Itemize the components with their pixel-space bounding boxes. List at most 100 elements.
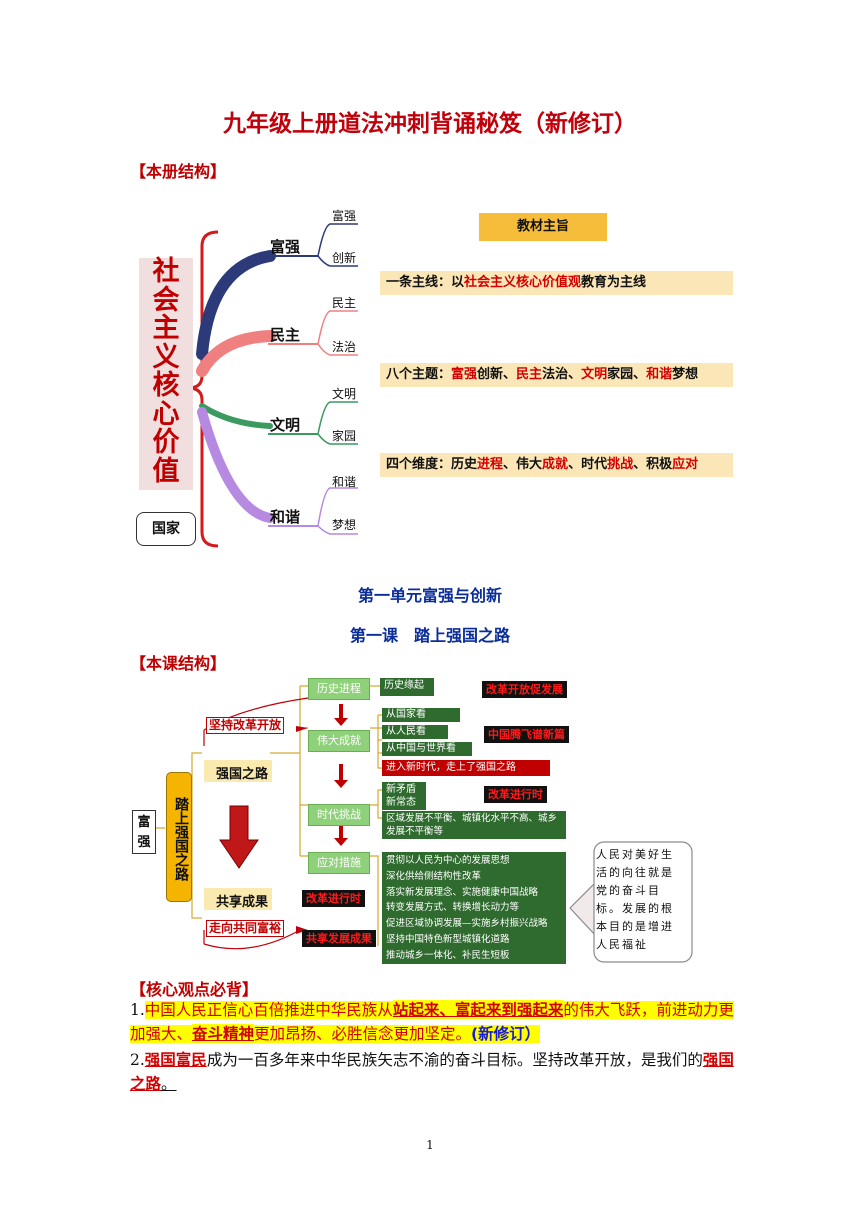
share-results-label: 共享成果: [216, 895, 269, 910]
fuqiang-side-label: 富强: [132, 810, 156, 854]
reform-promotes-label: 改革开放促发展: [482, 681, 567, 698]
keyword: 站起来、富起来到强起来: [392, 1000, 564, 1019]
keyword: 奋斗精神: [192, 1024, 255, 1043]
text: 成为一百多年来中华民族矢志不渝的奋斗目标。坚持改革开放，是我们的: [206, 1051, 703, 1069]
country-label: 国家: [136, 512, 196, 546]
text: 成就: [542, 457, 569, 472]
new-era-box: 进入新时代，走上了强国之路: [382, 760, 550, 776]
text: 创新、: [477, 367, 517, 382]
measure-item: 转变发展方式、转换增长动力等: [386, 902, 520, 914]
ach-box: 从国家看: [382, 708, 460, 722]
core-values-vertical-title: 社 会 主 义 核 心 价 值: [139, 256, 193, 490]
leaf: 创新: [332, 251, 357, 265]
book-structure-mindmap: 社 会 主 义 核 心 价 值 国家 富强 民主 文明 和谐 富强 创新 民主 …: [130, 196, 750, 556]
four-dimensions-box: 四个维度：历史进程、伟大成就、时代挑战、积极应对: [380, 453, 733, 477]
text: 、积极: [633, 457, 673, 472]
section-book-structure: 【本册结构】: [130, 162, 227, 181]
vchar: 义: [152, 341, 180, 373]
share-box-bg: [204, 888, 272, 910]
stage-response: 应对措施: [308, 852, 370, 874]
text: 中国人民正信心百倍推进中华民族从: [144, 1001, 393, 1019]
core-point-2: 2.强国富民成为一百多年来中华民族矢志不渝的奋斗目标。坚持改革开放，是我们的强国…: [130, 1048, 734, 1096]
leaf: 法治: [332, 340, 357, 354]
common-prosperity-label: 走向共同富裕: [206, 920, 285, 937]
core-point-1: 1.中国人民正信心百倍推进中华民族从站起来、富起来到强起来的伟大飞跃，前进动力更…: [130, 998, 734, 1046]
page-title: 九年级上册道法冲刺背诵秘笈（新修订）: [223, 110, 637, 137]
text: 梦想: [672, 367, 699, 382]
vchar: 核: [152, 370, 180, 401]
text: 、伟大: [503, 457, 543, 472]
leaf: 民主: [332, 296, 357, 310]
stage-achievement: 伟大成就: [308, 730, 370, 752]
leaf: 富强: [332, 209, 357, 223]
text: 民主: [516, 367, 543, 382]
text: 新常态: [386, 797, 416, 808]
road-box-bg: [204, 760, 272, 782]
main-line-box: 一条主线：以社会主义核心价值观教育为主线: [380, 271, 733, 295]
eight-themes-box: 八个主题：富强创新、民主法治、文明家园、和谐梦想: [380, 363, 733, 387]
share-development-label: 共享发展成果: [302, 930, 376, 947]
challenge-box-2: 区域发展不平衡、城镇化水平不高、城乡发展不平衡等: [382, 811, 566, 839]
measure-item: 坚持中国特色新型城镇化道路: [386, 933, 510, 945]
stage-history: 历史进程: [308, 678, 370, 700]
unit-title: 第一单元富强与创新: [357, 586, 502, 605]
text: 挑战: [607, 457, 634, 472]
text: 一条主线：以: [386, 275, 465, 290]
measure-item: 落实新发展理念、实施健康中国战略: [386, 886, 539, 898]
reform-opening-label: 坚持改革开放: [206, 717, 285, 734]
vchar: 值: [152, 455, 180, 487]
text: 更加昂扬、必胜信念更加坚定。: [254, 1025, 472, 1043]
leaf: 家园: [332, 429, 357, 443]
branch-minzhu: 民主: [270, 326, 301, 344]
branch-hexie: 和谐: [270, 508, 301, 526]
ach-box: 从中国与世界看: [382, 742, 472, 756]
text: 、时代: [568, 457, 608, 472]
measure-item: 促进区域协调发展—实施乡村振兴战略: [386, 918, 548, 930]
page-number: 1: [426, 1138, 434, 1152]
ach-box: 从人民看: [382, 725, 448, 739]
text: 。: [161, 1075, 177, 1093]
measure-item: 推动城乡一体化、补民生短板: [386, 949, 510, 961]
section-lesson-structure: 【本课结构】: [130, 654, 227, 673]
text: 家园、: [607, 367, 647, 382]
text: 教育为主线: [581, 275, 647, 290]
vchar: 会: [152, 284, 180, 316]
text: 八个主题：: [386, 367, 452, 382]
item-number: 1.: [130, 1001, 145, 1019]
stage-challenge: 时代挑战: [308, 804, 370, 826]
vchar: 社: [152, 256, 180, 287]
lesson-title: 第一课 踏上强国之路: [349, 626, 510, 645]
keyword: 强国富民: [144, 1050, 207, 1069]
reform-ongoing-label-2: 改革进行时: [302, 890, 365, 907]
reform-ongoing-label-1: 改革进行时: [484, 786, 547, 803]
vchar: 主: [152, 313, 180, 344]
textbook-aim-header: 教材主旨: [479, 213, 607, 241]
vchar: 价: [152, 427, 180, 458]
vchar: 心: [152, 398, 180, 430]
china-soars-label: 中国腾飞谱新篇: [484, 726, 569, 743]
text: 和谐: [646, 367, 673, 382]
leaf: 和谐: [332, 475, 357, 489]
text: 文明: [581, 367, 608, 382]
text: 进程: [477, 457, 504, 472]
text: 四个维度：历史: [386, 457, 478, 472]
hist-origin-box: 历史缘起: [380, 678, 434, 696]
strong-country-road-label: 强国之路: [216, 767, 269, 782]
lesson-vertical-label: 踏上强国之路: [166, 772, 192, 902]
section-core-points: 【核心观点必背】: [130, 980, 259, 999]
mindmap-lines: [187, 223, 358, 548]
keyword: 强国之路: [130, 1050, 734, 1093]
lesson-structure-diagram: 富强 踏上强国之路 强国之路 共享成果 坚持改革开放 走向共同富裕 历史进程 伟…: [120, 668, 740, 968]
leaf: 梦想: [332, 518, 357, 532]
revision-tag: (新修订）: [471, 1025, 541, 1043]
measure-item: 深化供给侧结构性改革: [386, 870, 482, 882]
text: 社会主义核心价值观: [464, 275, 582, 290]
measures-box: 贯彻以人民为中心的发展思想 深化供给侧结构性改革 落实新发展理念、实施健康中国战…: [382, 852, 566, 964]
item-number: 2.: [130, 1051, 145, 1069]
measure-item: 贯彻以人民为中心的发展思想: [386, 855, 510, 866]
challenge-box-1: 新矛盾新常态: [382, 782, 426, 810]
text: 法治、: [542, 367, 582, 382]
branch-fuqiang: 富强: [270, 238, 301, 256]
text: 新矛盾: [386, 784, 416, 795]
branch-wenming: 文明: [270, 416, 301, 434]
